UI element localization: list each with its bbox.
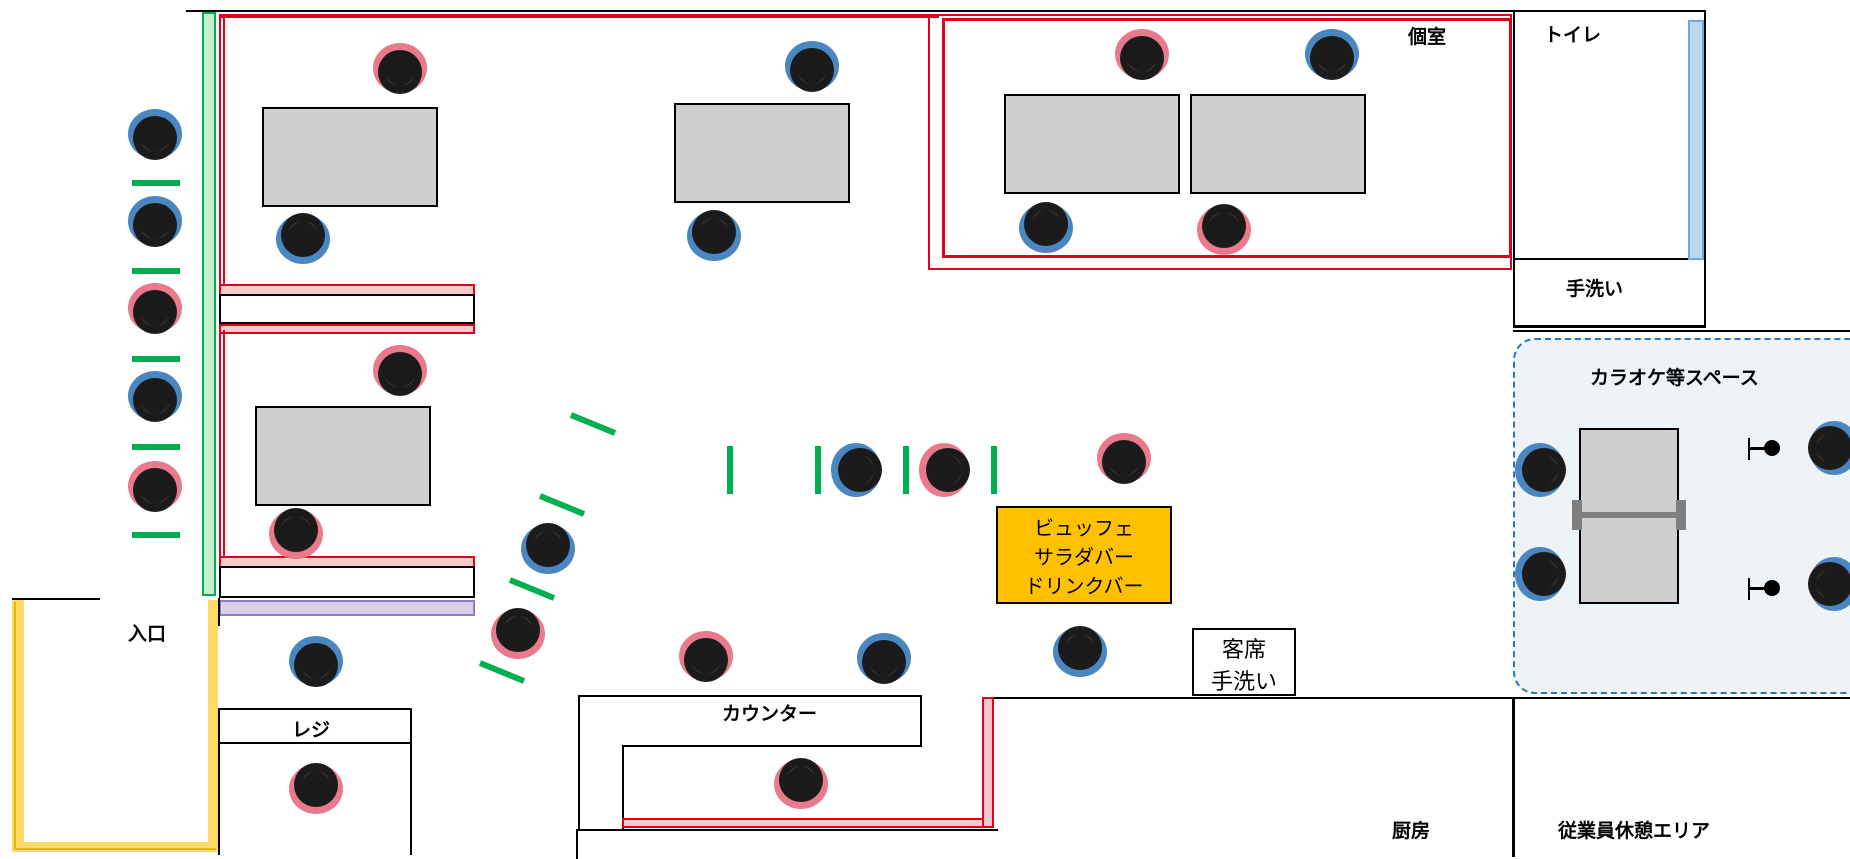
table-1 [262,107,438,207]
microphone-2-stem [1748,587,1768,590]
register-area [218,744,412,855]
entrance-glass-panel [202,12,216,596]
person-icon [128,371,182,422]
purple-partition [219,600,475,616]
register-label: レジ [292,719,331,741]
person-icon [919,443,970,497]
person-icon [491,608,545,659]
person-icon [289,763,343,814]
marker-7 [538,493,586,517]
marker-6 [569,412,617,436]
karaoke-table-bar [1574,512,1684,518]
entrance-post [218,598,220,626]
handwash-room [1513,258,1706,328]
microphone-1-head [1764,440,1780,456]
person-icon [373,43,427,94]
kitchen-bottom-left [576,829,578,859]
marker-9 [478,660,526,684]
handwash-label: 手洗い [1566,278,1624,300]
person-icon [1115,29,1169,80]
buffet-line-2: サラダバー [1034,545,1134,569]
person-icon [831,443,882,497]
guest-handwash-line-2: 手洗い [1210,670,1277,695]
partition-1b [219,324,475,334]
private-room-inner-outline [942,18,1512,258]
person-icon [289,636,343,687]
person-icon [1197,204,1251,255]
person-icon [785,41,839,92]
person-icon [269,508,323,559]
counter-seat-2 [219,566,475,598]
table-4 [1190,94,1366,194]
person-icon [1019,202,1073,253]
person-icon [774,758,828,809]
kitchen-bottom-wall [578,829,998,831]
guest-handwash-box [1192,628,1296,696]
microphone-2-head [1764,580,1780,596]
counter-label: カウンター [722,703,818,725]
person-icon [687,210,741,261]
buffet-counter [996,506,1172,604]
dining-left-partition-2 [219,330,225,558]
dining-left-partition [219,14,225,294]
counter-seat-1 [219,294,475,324]
private-room-label: 個室 [1408,26,1447,48]
toilet-label: トイレ [1544,24,1602,46]
person-icon [1053,626,1107,677]
staff-area-label: 従業員休憩エリア [1558,820,1711,842]
kitchen-partition-side [982,697,994,828]
table-5 [255,406,431,506]
microphone-1-stem [1748,447,1768,450]
karaoke-table-end-right [1676,500,1686,530]
table-2 [674,103,850,203]
person-icon [1515,547,1566,601]
person-icon [1808,557,1850,611]
toilet-glass-panel [1688,20,1704,260]
person-icon [857,633,911,684]
person-icon [276,213,330,264]
guest-handwash-line-1: 客席 [1221,638,1266,663]
table-3 [1004,94,1180,194]
person-icon [128,461,182,512]
person-icon [128,283,182,334]
person-icon [1808,421,1850,475]
person-icon [679,631,733,682]
kitchen-inner-box [622,745,922,830]
marker-8 [508,577,556,601]
karaoke-top-wall [1513,330,1850,332]
person-icon [1305,29,1359,80]
register-counter [218,708,412,744]
top-wall [186,10,1516,12]
kitchen-top-wall [994,697,1514,699]
person-icon [1515,443,1566,497]
buffet-line-3: ドリンクバー [1024,574,1144,598]
dining-partition-outline [219,14,939,18]
yellow-partition-inner [14,602,216,850]
buffet-line-1: ビュッフェ [1034,516,1134,540]
person-icon [373,345,427,396]
kitchen-label: 厨房 [1392,820,1431,842]
entrance-wall [12,598,100,600]
entrance-label: 入口 [128,623,167,645]
counter-inner-wall [578,695,580,830]
person-icon [128,109,182,160]
person-icon [521,523,575,574]
person-icon [1097,433,1151,484]
karaoke-table-end-left [1572,500,1582,530]
kitchen-divider-wall [1512,697,1515,857]
karaoke-label: カラオケ等スペース [1590,367,1759,389]
staff-top-wall [1512,697,1850,699]
person-icon [128,196,182,247]
